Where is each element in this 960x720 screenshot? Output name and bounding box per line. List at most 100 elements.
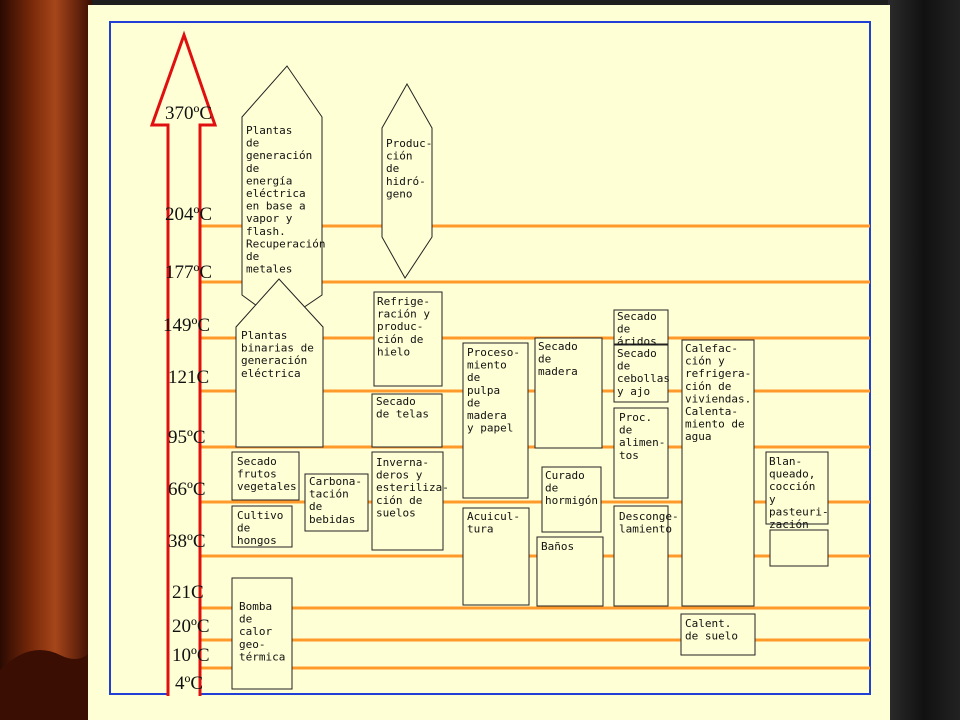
curtain-right [888,0,960,720]
label-line: Produc- [386,137,432,150]
shape-refrigeracion [373,291,443,387]
temp-label: 204ºC [165,204,212,225]
label-line: de [619,424,632,437]
label-line: Proc. [619,411,652,424]
label-line: y papel [467,422,513,435]
label-line: áridos [617,335,657,348]
label-line: Secado [237,455,277,468]
label-banos: Baños [541,540,574,553]
shape-hidrogeno [381,82,433,279]
label-line: de [545,482,558,495]
label-line: Calent. [685,617,731,630]
label-line: Proceso- [467,346,520,359]
label-line: ción de [685,380,731,393]
label-line: hongos [237,534,277,547]
shape-secado-aridos [613,309,669,345]
label-line: ción [386,150,413,163]
shape-carbonatacion [304,473,369,532]
label-line: Curado [545,469,585,482]
label-line: miento [467,359,507,372]
label-line: Baños [541,540,574,553]
temp-label: 21C [172,582,204,603]
label-line: viviendas. [685,392,751,405]
label-line: de [617,360,630,373]
label-line: cebollas [617,372,670,385]
label-line: eléctrica [241,367,301,380]
label-line: hielo [377,345,410,358]
label-line: de [386,162,399,175]
label-line: Cultivo [237,509,283,522]
shape-calent-suelo [680,613,756,656]
label-line: ración y [377,308,430,321]
label-line: de [467,396,480,409]
label-line: ción de [376,494,422,507]
temperature-labels: 370ºC 204ºC 177ºC 149ºC 121C 95ºC 66ºC 3… [163,103,212,694]
label-line: Refrige- [377,295,430,308]
label-line: de suelo [685,630,738,643]
shape-descongelamiento [613,505,669,607]
curtain-left [0,0,92,720]
label-line: produc- [377,320,423,333]
label-line: madera [467,409,507,422]
shape-blanqueado [765,451,829,525]
panel-frame [109,21,871,695]
shape-pulpa-papel [462,342,529,499]
label-line: pulpa [467,384,500,397]
temperature-arrow [149,30,218,696]
label-line: vapor y [246,212,293,225]
shape-curado-hormigon [541,466,602,533]
shape-secado-madera [534,337,603,449]
label-line: geo- [239,638,266,651]
shape-secado-telas [371,393,443,448]
application-shapes [231,65,829,690]
shape-secado-frutos [231,451,300,501]
label-calent-suelo: Calent.de suelo [685,617,738,643]
label-line: alimen- [619,436,665,449]
temp-label: 177ºC [165,262,212,283]
shape-proc-alimentos [613,407,669,499]
label-line: térmica [239,650,285,663]
label-line: Recuperación [246,237,325,250]
temp-label: 38ºC [168,531,206,552]
label-line: Carbona- [309,475,362,488]
label-line: Blan- [769,455,802,468]
label-line: lamiento [619,523,672,536]
shape-invernaderos [371,451,444,551]
label-line: cocción [769,480,815,493]
shape-acuicultura [462,507,530,606]
label-line: refrigera- [685,367,751,380]
label-line: Calenta- [685,405,738,418]
label-line: de [246,162,259,175]
label-line: esteriliza- [376,481,449,494]
label-line: tura [467,523,494,536]
label-line: de [246,250,259,263]
label-line: deros y [376,469,423,482]
temp-label: 20ºC [172,616,210,637]
label-line: generación [246,149,312,162]
label-line: pasteuri- [769,505,829,518]
shape-bomba-calor [231,577,293,690]
label-line: de [246,137,259,150]
shape-plantas-binarias [235,278,324,448]
temp-label: 370ºC [165,103,212,124]
temp-label: 95ºC [168,427,206,448]
label-line: Secado [617,347,657,360]
label-line: ción y [685,355,725,368]
label-line: y ajo [617,385,650,398]
